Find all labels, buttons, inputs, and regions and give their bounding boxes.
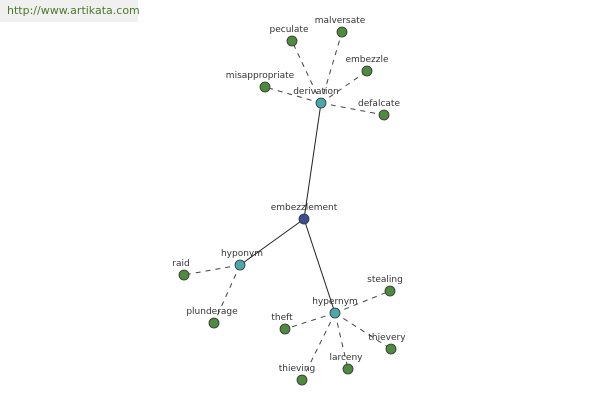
label-thievery: thievery: [368, 333, 406, 343]
label-raid: raid: [172, 259, 189, 269]
node-misappropriate[interactable]: [259, 81, 271, 93]
edges: [183, 31, 392, 381]
edge-embezzlement-derivation: [303, 102, 322, 220]
node-hypernym[interactable]: [329, 307, 341, 319]
label-misappropriate: misappropriate: [226, 71, 295, 81]
label-stealing: stealing: [367, 275, 403, 285]
label-plunderage: plunderage: [186, 307, 238, 317]
nodes: [178, 26, 397, 386]
label-theft: theft: [271, 313, 293, 323]
node-larceny[interactable]: [342, 363, 354, 375]
node-thieving[interactable]: [296, 374, 308, 386]
node-theft[interactable]: [279, 323, 291, 335]
node-defalcate[interactable]: [378, 109, 390, 121]
edge-hyponym-raid: [183, 264, 241, 276]
edge-hypernym-theft: [284, 312, 336, 330]
label-hypernym: hypernym: [312, 297, 358, 307]
edge-derivation-malversate: [320, 31, 343, 104]
label-peculate: peculate: [270, 25, 309, 35]
label-larceny: larceny: [329, 353, 363, 363]
node-plunderage[interactable]: [208, 317, 220, 329]
node-stealing[interactable]: [384, 285, 396, 297]
watermark-url[interactable]: http://www.artikata.com: [0, 0, 140, 22]
edge-derivation-defalcate: [320, 102, 385, 116]
edge-hypernym-thievery: [334, 312, 392, 350]
label-defalcate: defalcate: [358, 99, 400, 109]
label-embezzle: embezzle: [345, 55, 389, 65]
label-malversate: malversate: [315, 16, 366, 26]
node-derivation[interactable]: [315, 97, 327, 109]
edge-hyponym-plunderage: [213, 264, 241, 324]
edge-hypernym-thieving: [301, 312, 336, 381]
label-derivation: derivation: [293, 87, 339, 97]
node-raid[interactable]: [178, 269, 190, 281]
node-embezzle[interactable]: [361, 65, 373, 77]
edge-embezzlement-hypernym: [303, 218, 336, 314]
labels: embezzlement derivation peculate malversate…: [172, 16, 406, 374]
node-thievery[interactable]: [385, 343, 397, 355]
edge-embezzlement-hyponym: [239, 218, 305, 266]
node-malversate[interactable]: [336, 26, 348, 38]
node-peculate[interactable]: [286, 35, 298, 47]
node-embezzlement[interactable]: [298, 213, 310, 225]
node-hyponym[interactable]: [234, 259, 246, 271]
label-embezzlement: embezzlement: [271, 203, 338, 213]
label-thieving: thieving: [279, 364, 316, 374]
edge-derivation-peculate: [291, 40, 322, 104]
label-hyponym: hyponym: [221, 249, 263, 259]
